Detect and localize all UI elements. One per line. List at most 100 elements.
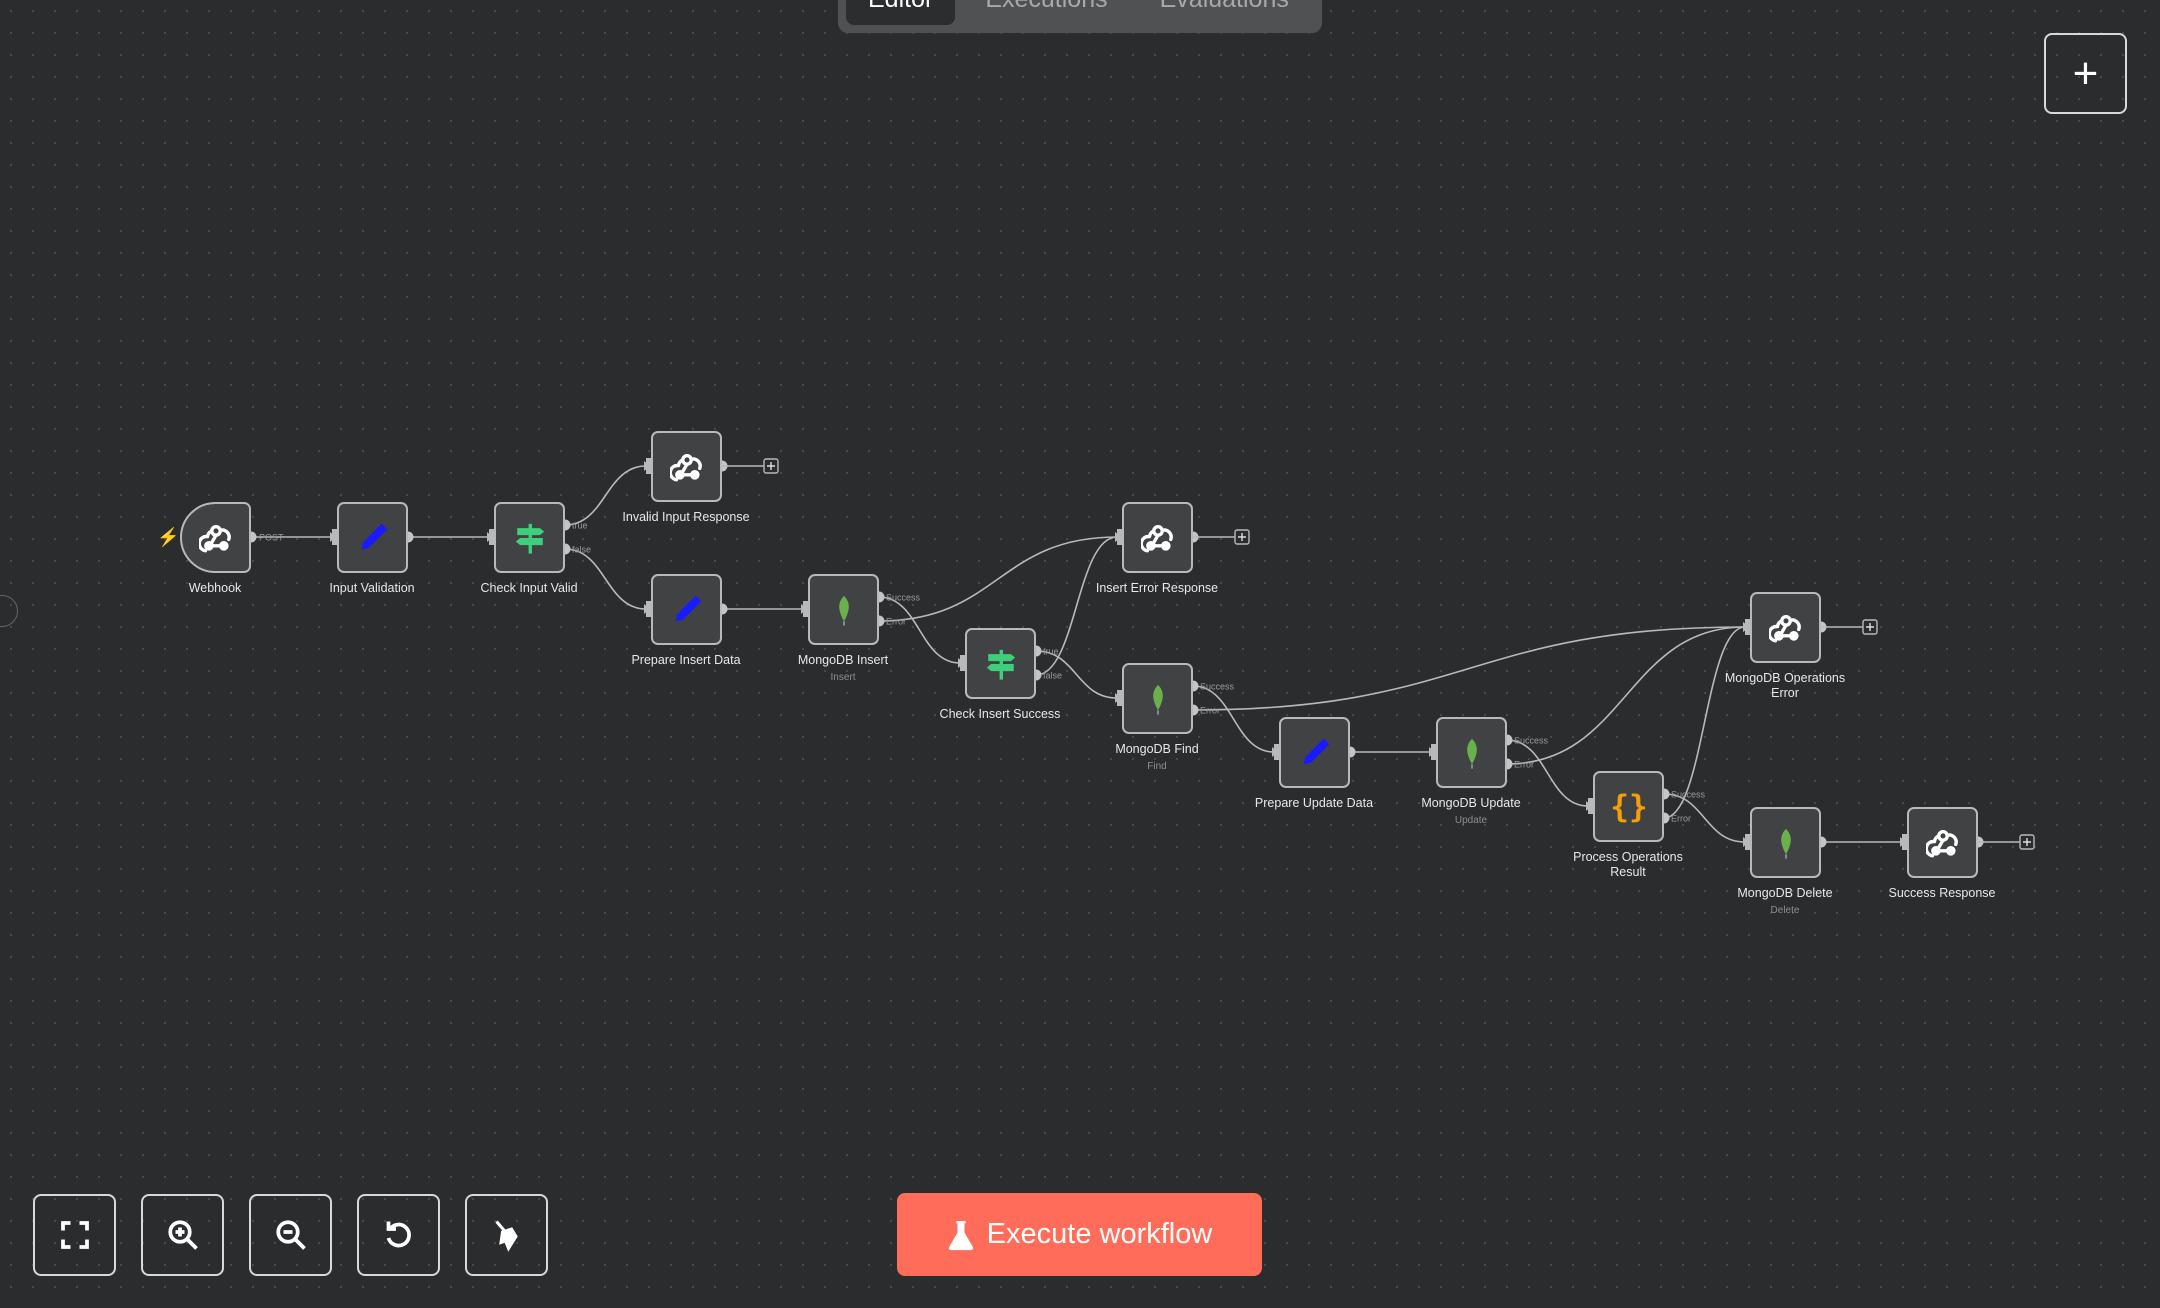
connection-line xyxy=(564,548,647,610)
input-handle xyxy=(1117,690,1122,706)
input-handle xyxy=(1902,834,1907,850)
node-por[interactable]: {} xyxy=(1593,771,1664,842)
webhook-icon xyxy=(1768,614,1801,642)
fullscreen-icon xyxy=(60,1221,89,1249)
node-label: Invalid Input Response xyxy=(616,510,756,525)
output-label: Error xyxy=(1671,814,1691,824)
connection-line xyxy=(1663,793,1746,843)
node-subtitle: Find xyxy=(1147,761,1167,772)
connection-line xyxy=(1506,626,1746,765)
node-mf[interactable] xyxy=(1122,663,1193,734)
view-tabs: Editor Executions Evaluations xyxy=(838,0,1322,33)
node-label: Prepare Update Data xyxy=(1244,796,1384,811)
fit-view-button[interactable] xyxy=(33,1194,116,1276)
output-label: false xyxy=(572,545,591,555)
node-title: Input Validation xyxy=(329,581,415,595)
node-title: Check Input Valid xyxy=(480,581,578,595)
node-md[interactable] xyxy=(1750,807,1821,878)
node-title: MongoDB Operations Error xyxy=(1724,671,1846,700)
undo-icon xyxy=(386,1221,411,1248)
output-label: true xyxy=(572,521,588,531)
zoom-out-button[interactable] xyxy=(249,1194,332,1276)
connection-line xyxy=(564,465,647,526)
input-handle xyxy=(332,529,337,545)
node-iv[interactable] xyxy=(337,502,408,573)
pencil-icon xyxy=(1303,738,1329,764)
node-webhook[interactable] xyxy=(180,502,251,573)
node-mu[interactable] xyxy=(1436,717,1507,788)
node-title: MongoDB Find xyxy=(1115,742,1199,756)
node-pud[interactable] xyxy=(1279,717,1350,788)
connection-line xyxy=(1035,650,1118,699)
webhook-icon xyxy=(669,453,702,481)
node-title: Insert Error Response xyxy=(1095,581,1219,595)
output-label: true xyxy=(1043,647,1059,657)
connection-line xyxy=(1035,536,1118,676)
node-title: Webhook xyxy=(188,581,242,595)
node-moe[interactable] xyxy=(1750,592,1821,663)
node-title: Prepare Insert Data xyxy=(631,653,741,667)
output-label: Success xyxy=(1200,682,1235,692)
input-handle xyxy=(803,601,808,617)
output-label: Success xyxy=(1671,790,1706,800)
pencil-icon xyxy=(675,595,701,621)
node-cis[interactable] xyxy=(965,628,1036,699)
node-ier[interactable] xyxy=(1122,502,1193,573)
input-handle xyxy=(960,655,965,671)
plus-icon xyxy=(767,462,775,470)
node-iir[interactable] xyxy=(651,431,722,502)
output-label: false xyxy=(1043,671,1062,681)
input-handle xyxy=(1117,529,1122,545)
webhook-icon xyxy=(1140,524,1173,552)
node-title: MongoDB Insert xyxy=(797,653,889,667)
tab-editor[interactable]: Editor xyxy=(846,0,956,25)
node-civ[interactable] xyxy=(494,502,565,573)
node-subtitle: Update xyxy=(1454,815,1488,826)
broom-icon xyxy=(494,1220,518,1252)
tab-executions[interactable]: Executions xyxy=(963,0,1129,25)
zoom-in-icon xyxy=(167,1220,198,1250)
connection-line xyxy=(1506,739,1589,807)
input-handle xyxy=(646,458,651,474)
output-label: Success xyxy=(886,593,921,603)
output-label: Error xyxy=(1514,760,1534,770)
node-title: MongoDB Delete xyxy=(1737,886,1833,900)
output-label: Error xyxy=(886,617,906,627)
execute-workflow-label: Execute workflow xyxy=(986,1218,1213,1250)
tidy-up-button[interactable] xyxy=(465,1194,548,1276)
leaf-icon xyxy=(838,595,849,626)
output-label: Error xyxy=(1200,706,1220,716)
input-handle xyxy=(1431,744,1436,760)
signpost-icon xyxy=(986,649,1015,680)
node-subtitle: Insert xyxy=(830,672,856,683)
node-pid[interactable] xyxy=(651,574,722,645)
webhook-icon xyxy=(198,524,231,552)
input-handle xyxy=(646,601,651,617)
connection-line xyxy=(878,536,1118,622)
node-label: Input Validation xyxy=(302,581,442,596)
zoom-out-icon xyxy=(275,1220,306,1250)
execute-workflow-button[interactable]: Execute workflow xyxy=(897,1193,1262,1276)
svg-text:{}: {} xyxy=(1612,790,1646,824)
node-label: Success Response xyxy=(1872,886,2012,901)
output-label: Success xyxy=(1514,736,1549,746)
node-sr[interactable] xyxy=(1907,807,1978,878)
input-handle xyxy=(1274,744,1279,760)
connection-line xyxy=(1663,626,1746,819)
braces-icon: {} xyxy=(1612,790,1646,824)
node-label: Check Insert Success xyxy=(930,707,1070,722)
tab-evaluations[interactable]: Evaluations xyxy=(1138,0,1311,25)
node-mi[interactable] xyxy=(808,574,879,645)
node-title: Process Operations Result xyxy=(1573,850,1683,879)
leaf-icon xyxy=(1152,684,1163,715)
node-title: Check Insert Success xyxy=(939,707,1061,721)
reset-zoom-button[interactable] xyxy=(357,1194,440,1276)
signpost-icon xyxy=(515,523,544,554)
zoom-in-button[interactable] xyxy=(141,1194,224,1276)
connection-label: POST xyxy=(259,533,284,543)
connection-line xyxy=(1192,685,1275,753)
add-node-button[interactable]: + xyxy=(2044,33,2127,114)
node-label: Insert Error Response xyxy=(1087,581,1227,596)
